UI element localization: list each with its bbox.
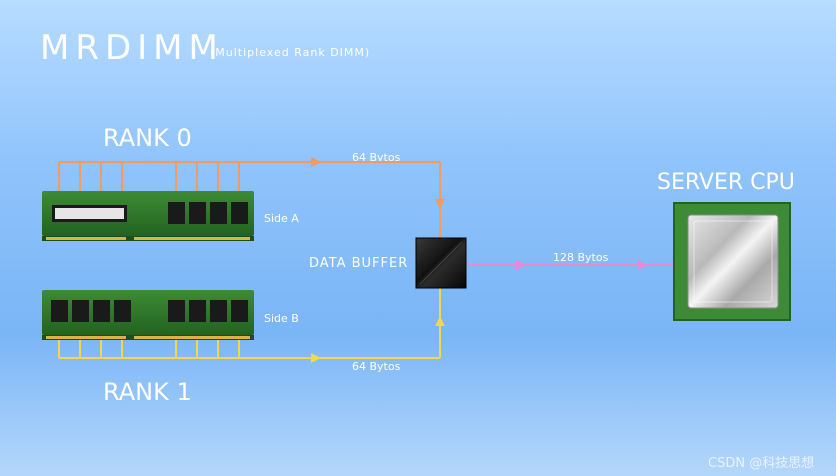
rank-1-label: RANK 1 xyxy=(103,378,192,406)
rank-0-label: RANK 0 xyxy=(103,124,192,152)
side-b-label: Side B xyxy=(264,312,299,325)
cpu-bus-arrow-mid xyxy=(516,260,526,270)
server-cpu-chip xyxy=(673,202,791,321)
rank-1-arrow-up xyxy=(435,316,445,326)
watermark: CSDN @科技思想 xyxy=(708,456,815,471)
rank-1-dimm xyxy=(42,290,254,340)
data-buffer-chip xyxy=(415,237,467,289)
rank-1-arrow-right xyxy=(311,353,321,363)
rank-0-dimm xyxy=(42,191,254,241)
rank-0-arrow-down xyxy=(435,199,445,209)
rank-1-memory-chips xyxy=(51,300,248,322)
side-a-label: Side A xyxy=(264,212,299,225)
data-buffer-label: DATA BUFFER xyxy=(309,256,409,271)
rank-0-arrow-right xyxy=(311,157,321,167)
diagram-title: MRDIMM xyxy=(40,28,224,68)
diagram-subtitle: (Multiplexed Rank DIMM) xyxy=(210,46,371,59)
rank-1-bus-label: 64 Bytos xyxy=(352,360,401,373)
server-cpu-label: SERVER CPU xyxy=(657,170,795,195)
cpu-bus-label: 128 Bytos xyxy=(553,251,609,264)
cpu-bus-arrow-end xyxy=(638,260,648,270)
rank-0-bus-label: 64 Bytos xyxy=(352,151,401,164)
rank-0-memory-chips xyxy=(168,202,248,224)
